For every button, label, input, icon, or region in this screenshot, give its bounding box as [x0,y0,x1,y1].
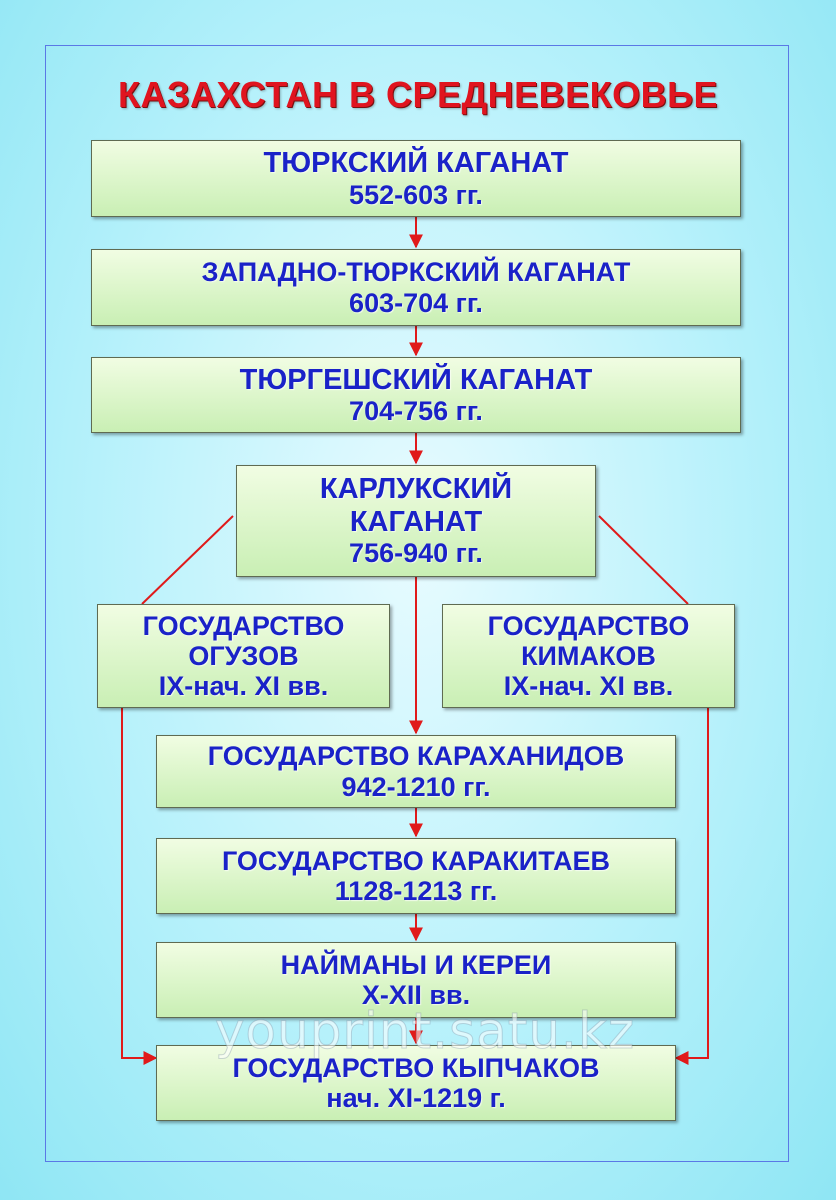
node-dates: 552-603 гг. [349,179,483,210]
node-name-line2: КИМАКОВ [521,640,656,671]
node-name: ТЮРКСКИЙ КАГАНАТ [263,147,569,180]
node-karluk-khaganate: КАРЛУКСКИЙ КАГАНАТ 756-940 гг. [236,465,596,577]
node-name-line1: КАРЛУКСКИЙ [319,473,513,506]
watermark: youprint.satu.kz [214,1002,636,1061]
arrow-karluk-to-oghuz [141,515,234,605]
node-dates: 704-756 гг. [349,396,483,427]
node-dates: 1128-1213 гг. [334,876,498,906]
node-name: ГОСУДАРСТВО КАРАКИТАЕВ [221,845,611,876]
node-kimak-state: ГОСУДАРСТВО КИМАКОВ IX-нач. XI вв. [442,604,735,708]
node-name: ГОСУДАРСТВО КЫПЧАКОВ [232,1052,600,1083]
node-karakhanid-state: ГОСУДАРСТВО КАРАХАНИДОВ 942-1210 гг. [156,735,676,808]
node-turgesh-khaganate: ТЮРГЕШСКИЙ КАГАНАТ 704-756 гг. [91,357,741,433]
arrow-kimak-to-kipchak [674,708,709,1065]
node-dates: нач. XI-1219 г. [326,1083,506,1113]
node-dates: X-XII вв. [361,980,471,1010]
node-name: ЗАПАДНО-ТЮРКСКИЙ КАГАНАТ [201,257,631,288]
node-name: ТЮРГЕШСКИЙ КАГАНАТ [239,363,593,396]
poster-title: КАЗАХСТАН В СРЕДНЕВЕКОВЬЕ [117,74,719,115]
node-dates: 603-704 гг. [349,287,483,318]
node-karakitai-state: ГОСУДАРСТВО КАРАКИТАЕВ 1128-1213 гг. [156,838,676,914]
arrow-karluk-to-kimak [598,515,689,605]
node-dates: IX-нач. XI вв. [158,671,329,702]
node-name: НАЙМАНЫ И КЕРЕИ [280,949,552,980]
poster-frame [45,45,789,1162]
node-western-turkic-khaganate: ЗАПАДНО-ТЮРКСКИЙ КАГАНАТ 603-704 гг. [91,249,741,326]
node-name-line1: ГОСУДАРСТВО [142,610,345,641]
node-name-line2: ОГУЗОВ [188,640,299,671]
node-dates: 756-940 гг. [349,538,483,569]
node-name-line1: ГОСУДАРСТВО [487,610,690,641]
node-name: ГОСУДАРСТВО КАРАХАНИДОВ [207,741,625,772]
node-dates: IX-нач. XI вв. [503,671,674,702]
node-name-line2: КАГАНАТ [349,505,483,538]
node-turkic-khaganate: ТЮРКСКИЙ КАГАНАТ 552-603 гг. [91,140,741,217]
arrow-oghuz-to-kipchak [121,708,158,1065]
node-oghuz-state: ГОСУДАРСТВО ОГУЗОВ IX-нач. XI вв. [97,604,390,708]
node-dates: 942-1210 гг. [341,771,491,802]
node-naiman-kerei: НАЙМАНЫ И КЕРЕИ X-XII вв. [156,942,676,1018]
node-kipchak-state: ГОСУДАРСТВО КЫПЧАКОВ нач. XI-1219 г. [156,1045,676,1121]
